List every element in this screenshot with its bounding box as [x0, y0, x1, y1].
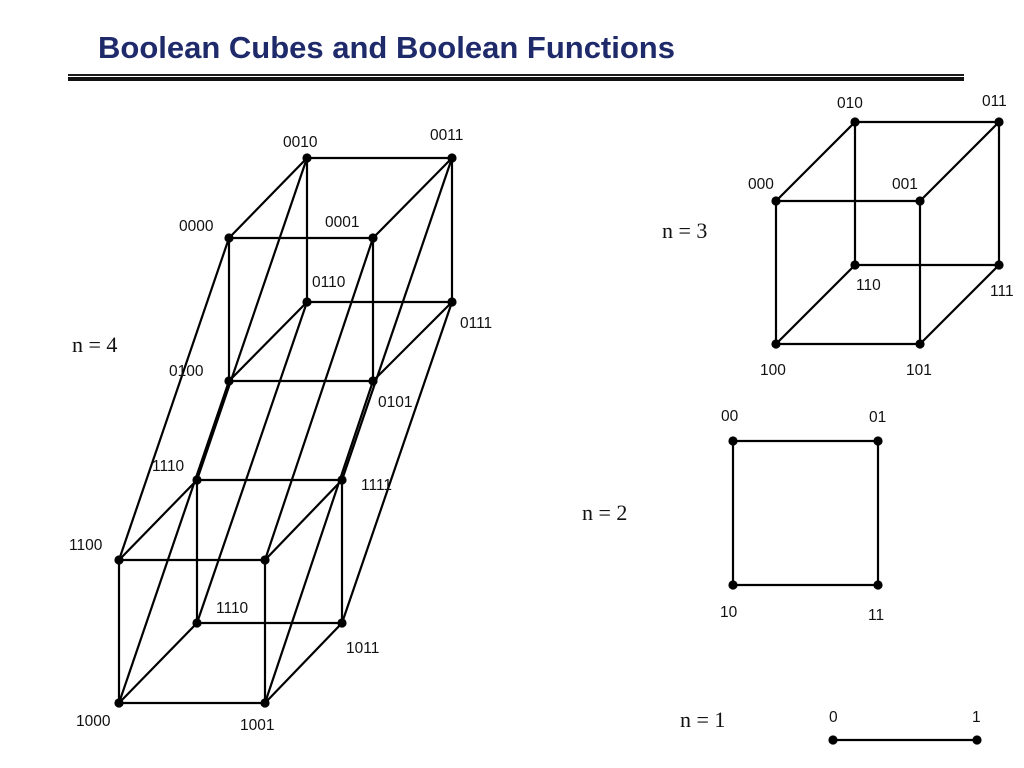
vertex-label-n4-v0011: 0011 [430, 127, 463, 144]
title-rule-thick [68, 77, 964, 81]
vertex-n2-v00 [728, 436, 738, 446]
vertex-label-n4-v1001: 1001 [240, 717, 274, 734]
edge-n4-v0111-v0101 [372, 301, 453, 382]
vertex-n3-v100 [771, 339, 781, 349]
vertex-n4-v0000 [224, 233, 234, 243]
vertex-n4-v1110b [192, 618, 202, 628]
vertex-n4-v1001 [260, 698, 270, 708]
edge-n4-v0110-v1110b [195, 301, 309, 624]
vertex-label-n4-v0001: 0001 [325, 214, 359, 231]
vertex-label-n3-v111: 111 [990, 283, 1014, 300]
edge-n3-v111-v101 [919, 264, 1000, 345]
edge-n4-v0111-v1011 [340, 301, 454, 624]
vertex-label-n3-v011: 011 [982, 93, 1007, 110]
vertices-layer [114, 117, 1004, 745]
vertex-label-n3-v000: 000 [748, 176, 774, 193]
vertex-label-n4-v1100: 1100 [69, 537, 103, 554]
vertex-label-n3-v101: 101 [906, 362, 932, 379]
edge-n4-v1110b-v1000 [118, 622, 198, 704]
vertex-n3-v111 [994, 260, 1004, 270]
vertex-n4-v1111 [337, 475, 347, 485]
edge-n4-v0011-v0001 [372, 157, 453, 239]
edge-n4-v0011-v1111 [340, 157, 454, 481]
vertex-label-n4-v0010: 0010 [283, 134, 318, 151]
title-rule [68, 74, 964, 76]
vertex-n4-v1101 [260, 555, 270, 565]
vertex-n3-v010 [850, 117, 860, 127]
edge-n4-v1111-v1101 [264, 479, 343, 561]
vertex-label-n3-v001: 001 [892, 176, 918, 193]
edge-n4-v1110a-v1100 [118, 479, 198, 561]
edge-n4-v0010-v0000 [228, 157, 308, 239]
vertex-label-n2-v00: 00 [721, 408, 739, 425]
vertex-label-n4-v0101: 0101 [378, 394, 412, 411]
vertex-label-n4-v0100: 0100 [169, 363, 204, 380]
dimension-label-n3: n = 3 [662, 218, 707, 243]
vertex-label-n2-v11: 11 [868, 607, 884, 624]
vertex-n4-v0101 [368, 376, 378, 386]
vertex-label-n4-v0000: 0000 [179, 218, 214, 235]
edge-n4-v0110-v0100 [228, 301, 308, 382]
vertex-label-n4-v1110a: 1110 [152, 458, 185, 475]
vertex-n1-v0 [828, 735, 838, 745]
vertex-label-n2-v01: 01 [869, 409, 886, 426]
vertex-label-n1-v1: 1 [972, 709, 981, 726]
vertex-label-n4-v1110b: 1110 [216, 600, 249, 617]
vertex-n3-v101 [915, 339, 925, 349]
edge-n3-v010-v000 [775, 121, 856, 202]
edge-n4-v0010-v1110a [195, 157, 309, 481]
dimension-label-n1: n = 1 [680, 707, 725, 732]
vertex-label-n4-v1000: 1000 [76, 713, 111, 730]
vertex-n4-v0011 [447, 153, 457, 163]
edges-layer [117, 120, 1001, 742]
vertex-n4-v1000 [114, 698, 124, 708]
vertex-n2-v11 [873, 580, 883, 590]
vertex-label-n4-v1011: 1011 [346, 640, 379, 657]
vertex-label-n3-v010: 010 [837, 95, 863, 112]
vertex-n4-v1011 [337, 618, 347, 628]
dimension-label-n4: n = 4 [72, 332, 117, 357]
vertex-n3-v011 [994, 117, 1004, 127]
vertex-label-n2-v10: 10 [720, 604, 738, 621]
vertex-n3-v000 [771, 196, 781, 206]
edge-n4-v0101-v1001 [263, 380, 375, 704]
vertex-n3-v110 [850, 260, 860, 270]
edge-n3-v110-v100 [775, 264, 856, 345]
edge-n4-v0001-v1101 [263, 237, 375, 561]
dimension-label-n2: n = 2 [582, 500, 627, 525]
vertex-label-n4-v1111: 1111 [361, 477, 392, 494]
vertex-n4-v0100 [224, 376, 234, 386]
vertex-label-n1-v0: 0 [829, 709, 838, 726]
vertex-label-n4-v0110: 0110 [312, 274, 346, 291]
edge-n3-v011-v001 [919, 121, 1000, 202]
vertex-n2-v10 [728, 580, 738, 590]
vertex-n3-v001 [915, 196, 925, 206]
vertex-n4-v0010 [302, 153, 312, 163]
vertex-n2-v01 [873, 436, 883, 446]
slide-title: Boolean Cubes and Boolean Functions [98, 30, 675, 65]
edge-n4-v1011-v1001 [264, 622, 343, 704]
vertex-n4-v0111 [447, 297, 457, 307]
vertex-n4-v1110a [192, 475, 202, 485]
vertex-n4-v1100 [114, 555, 124, 565]
vertex-label-n3-v100: 100 [760, 362, 786, 379]
vertex-n1-v1 [972, 735, 982, 745]
vertex-n4-v0001 [368, 233, 378, 243]
edge-n4-v0000-v1100 [117, 237, 231, 561]
edge-n4-v0100-v1000 [117, 380, 231, 704]
dimension-labels-layer: n = 4 n = 3 n = 2 n = 1 [72, 218, 725, 732]
vertex-n4-v0110 [302, 297, 312, 307]
vertex-label-n4-v0111: 0111 [460, 315, 492, 332]
vertex-label-n3-v110: 110 [856, 277, 881, 294]
